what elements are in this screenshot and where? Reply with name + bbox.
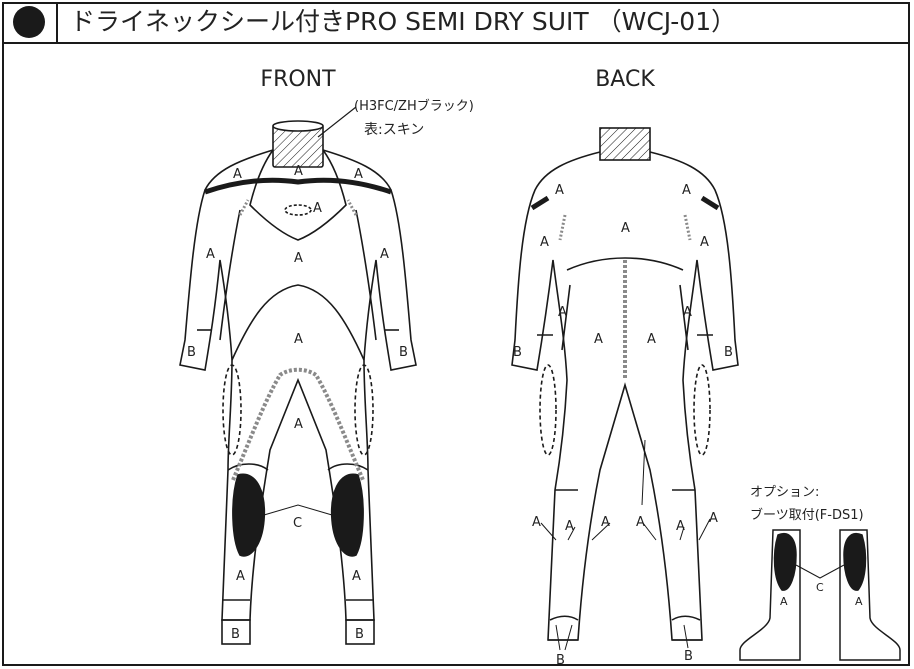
back-neck-seal	[599, 127, 651, 161]
back-label-a: A	[532, 515, 541, 530]
option-pad-left	[773, 533, 797, 591]
title-bar: ドライネックシール付きPRO SEMI DRY SUIT （WCJ-01）	[2, 2, 910, 44]
front-label-a: A	[294, 417, 303, 432]
back-label-a: A	[540, 235, 549, 250]
neck-note-line2: 表:スキン	[364, 122, 424, 138]
option-line2: ブーツ取付(F-DS1)	[750, 507, 864, 523]
back-label-a: A	[700, 235, 709, 250]
front-knee-pad-left	[232, 473, 266, 557]
page-title: ドライネックシール付きPRO SEMI DRY SUIT （WCJ-01）	[70, 7, 737, 36]
front-label-a: A	[380, 247, 389, 262]
back-label-a: A	[558, 305, 567, 320]
back-label-a: A	[683, 305, 692, 320]
back-label-a: A	[555, 183, 564, 198]
option-pad-right	[843, 533, 867, 591]
front-label-a: A	[313, 201, 322, 216]
option-label-a: A	[855, 595, 863, 608]
back-labels: A A A A A A A A A A A A A A A B B B B	[513, 183, 733, 668]
front-label-b: B	[355, 627, 364, 642]
front-crotch-stitching	[231, 367, 365, 481]
option-boots	[739, 529, 901, 661]
bullet-icon	[13, 6, 45, 38]
front-label-a: A	[354, 167, 363, 182]
bullet-box	[2, 2, 58, 42]
front-label-a: A	[294, 164, 303, 179]
front-suit	[179, 120, 417, 645]
front-label-b: B	[187, 345, 196, 360]
back-label-a: A	[676, 519, 685, 534]
back-label-b: B	[684, 649, 693, 664]
front-heading: FRONT	[260, 67, 336, 92]
back-label-a: A	[601, 515, 610, 530]
back-body-outline	[511, 151, 739, 641]
front-label-a: A	[294, 251, 303, 266]
back-label-b: B	[513, 345, 522, 360]
back-label-a: A	[594, 332, 603, 347]
back-suit	[511, 127, 739, 641]
option-label-c: C	[816, 581, 824, 594]
back-label-a: A	[709, 511, 718, 526]
back-label-b: B	[724, 345, 733, 360]
front-body-outline	[179, 149, 417, 621]
front-knee-pad-right	[330, 473, 364, 557]
back-label-b: B	[556, 653, 565, 668]
back-label-a: A	[647, 332, 656, 347]
back-label-a: A	[636, 515, 645, 530]
front-label-b: B	[231, 627, 240, 642]
front-label-a: A	[233, 167, 242, 182]
front-label-a: A	[236, 569, 245, 584]
back-label-a: A	[565, 519, 574, 534]
front-label-a: A	[206, 247, 215, 262]
neck-leader-line	[317, 106, 357, 138]
option-line1: オプション:	[750, 485, 819, 500]
front-labels: A A A A A A A A A A A B B B B C	[187, 164, 408, 642]
front-label-a: A	[294, 332, 303, 347]
front-label-c: C	[293, 516, 302, 531]
front-label-b: B	[399, 345, 408, 360]
back-label-a: A	[621, 221, 630, 236]
neck-note-line1: (H3FC/ZHブラック)	[354, 98, 474, 114]
back-label-a: A	[682, 183, 691, 198]
front-label-a: A	[352, 569, 361, 584]
option-label-a: A	[780, 595, 788, 608]
back-heading: BACK	[595, 67, 655, 92]
